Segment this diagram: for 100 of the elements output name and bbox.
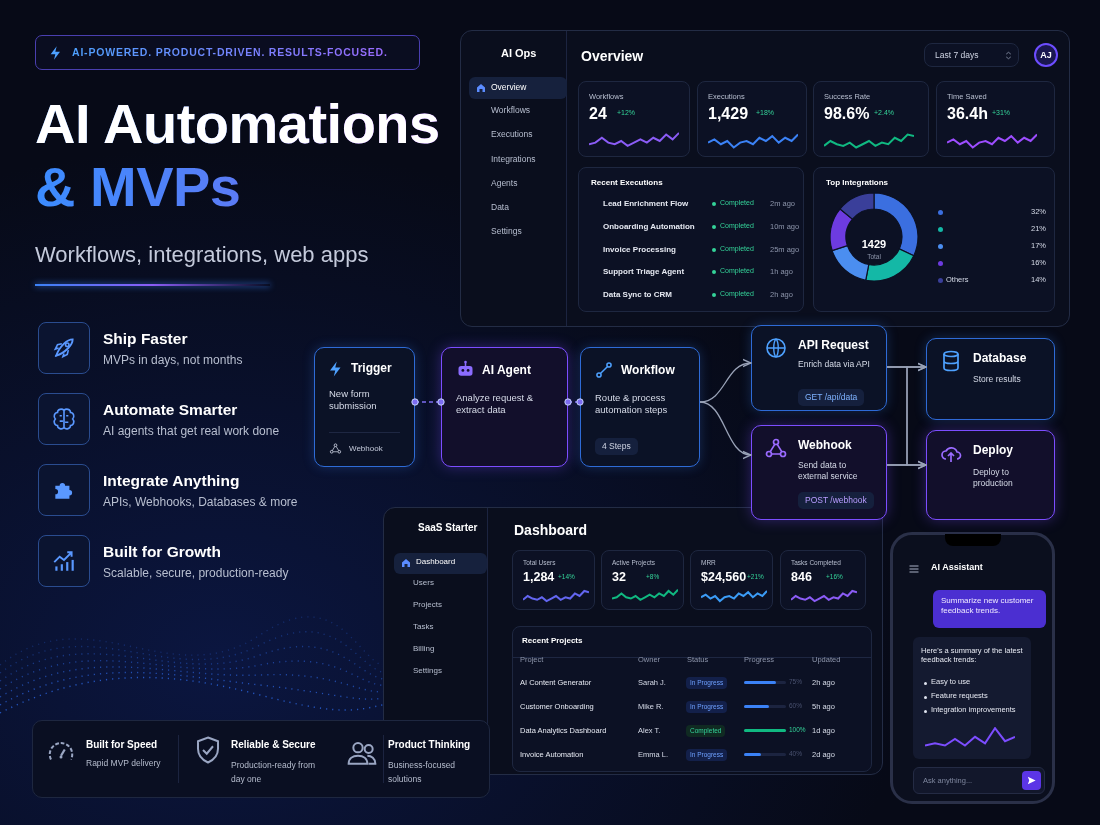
node-title: Webhook [798, 438, 852, 453]
arrow [699, 401, 752, 458]
execution-name: Onboarding Automation [603, 222, 695, 232]
app-name: AI Ops [501, 47, 537, 61]
feature-title: Built for Speed [86, 739, 158, 752]
execution-name: Support Triage Agent [603, 267, 685, 277]
node-description: Store results [973, 374, 1021, 385]
nav-item: Agents [491, 178, 518, 189]
stat-card [936, 81, 1055, 157]
feature-title: Ship Faster [103, 330, 188, 349]
stat-card [690, 550, 773, 610]
app-name: SaaS Starter [418, 522, 478, 535]
nav-item: Integrations [491, 154, 536, 165]
recent-projects-table [512, 626, 872, 772]
feature-title: Automate Smarter [103, 401, 238, 420]
trigger-source-label: Webhook [349, 444, 383, 454]
panel-heading: Top Integrations [826, 178, 889, 188]
ai-agent-node [441, 347, 568, 467]
node-title: Trigger [351, 361, 392, 376]
node-title: API Request [798, 338, 869, 353]
message-input-field [913, 767, 1045, 794]
feature-summary-bar [32, 720, 490, 798]
panel-heading: Recent Executions [591, 178, 663, 188]
execution-name: Data Sync to CRM [603, 290, 672, 300]
node-description: Enrich data via API [798, 359, 871, 370]
node-title: Database [973, 351, 1027, 366]
endpoint-chip: GET /api/data [798, 389, 865, 406]
nav-item: Workflows [491, 105, 531, 116]
nav-item: Settings [413, 666, 442, 676]
feature-description: AI agents that get real work done [103, 424, 280, 439]
connector-line [564, 398, 584, 406]
date-range-select [924, 43, 1019, 67]
nav-item-active [394, 553, 487, 574]
stat-value: 846 [791, 570, 812, 586]
node-description: Analyze request & extract data [456, 392, 535, 416]
node-title: Workflow [621, 363, 675, 378]
nav-item: Tasks [413, 622, 434, 632]
node-description: Deploy to production [973, 467, 1014, 489]
nav-item: Billing [413, 644, 435, 654]
workflow-node [580, 347, 700, 467]
stat-card [512, 550, 595, 610]
subtitle: Workflows, integrations, web apps [35, 242, 369, 269]
feature-description: APIs, Webhooks, Databases & more [103, 495, 298, 510]
user-avatar [1034, 43, 1058, 67]
trigger-node [314, 347, 415, 467]
connector-line [411, 398, 445, 406]
stat-value: 1,429 [708, 104, 749, 124]
chat-message [933, 590, 1046, 628]
feature-description: Production-ready from day one [231, 759, 317, 787]
stat-value: $24,560 [701, 570, 747, 586]
feature-title: Reliable & Secure [231, 739, 316, 752]
stat-card [697, 81, 807, 157]
nav-item-label: Overview [491, 82, 527, 93]
phone-frame [890, 532, 1055, 804]
node-description: Route & process automation steps [595, 392, 669, 416]
nav-item: Executions [491, 129, 533, 140]
api-request-node [751, 325, 887, 411]
step-count-chip: 4 Steps [595, 438, 638, 455]
donut-total-value: 1429 [860, 238, 888, 252]
nav-item: Users [413, 578, 434, 588]
execution-name: Invoice Processing [603, 245, 676, 255]
message-text: Summarize new customer feedback trends. [941, 596, 1035, 616]
page-heading: Overview [581, 48, 644, 66]
stat-value: 32 [612, 570, 626, 586]
nav-item: Projects [413, 600, 442, 610]
feature-description: Scalable, secure, production-ready [103, 566, 289, 581]
nav-item: Settings [491, 226, 522, 237]
stat-card [601, 550, 684, 610]
tagline-badge [35, 35, 420, 70]
dashboard-window [460, 30, 1070, 327]
stat-card [578, 81, 690, 157]
node-title: AI Agent [482, 363, 531, 378]
feature-title: Integrate Anything [103, 472, 240, 491]
panel-heading: Recent Projects [522, 636, 583, 646]
feature-description: Rapid MVP delivery [86, 758, 161, 769]
nav-item-active [469, 77, 567, 99]
recent-executions-panel [578, 167, 804, 312]
endpoint-chip: POST /webhook [798, 492, 874, 509]
deploy-node [926, 430, 1055, 520]
stat-value: 1,284 [523, 570, 555, 586]
chat-reply [913, 637, 1031, 759]
node-title: Deploy [973, 443, 1013, 458]
database-node [926, 338, 1055, 420]
stat-value: 98.6% [824, 104, 870, 124]
stat-value: 36.4h [947, 104, 988, 124]
avatar-initials: AJ [1039, 50, 1053, 62]
nav-item: Data [491, 202, 509, 213]
node-description: Send data to external service [798, 460, 859, 482]
date-range-label: Last 7 days [935, 50, 979, 61]
webhook-node [751, 425, 887, 520]
chat-header-title: AI Assistant [931, 562, 983, 574]
feature-title: Product Thinking [388, 739, 471, 752]
stat-value: 24 [589, 104, 607, 124]
stat-card [813, 81, 929, 157]
arrow [699, 359, 752, 403]
dashboard-window [383, 507, 883, 775]
feature-description: Business-focused solutions [388, 759, 457, 787]
execution-name: Lead Enrichment Flow [603, 199, 689, 209]
feature-title: Built for Growth [103, 543, 221, 562]
arrow [886, 460, 927, 470]
